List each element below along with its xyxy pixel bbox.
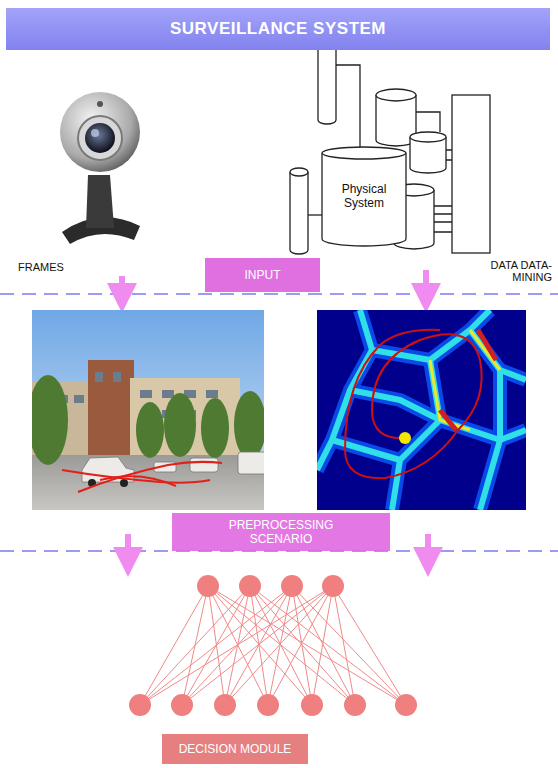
- node-text: INPUT: [245, 268, 281, 282]
- camera-frame: [32, 310, 264, 510]
- stage-box: PREPROCESSING SCENARIO: [172, 513, 390, 551]
- network-link: [268, 586, 292, 705]
- title-band: SURVEILLANCE SYSTEM: [6, 8, 550, 50]
- stage-box: DECISION MODULE: [162, 734, 308, 764]
- node-text: DECISION MODULE: [179, 742, 292, 756]
- network-link: [312, 586, 333, 705]
- neural-network: [129, 575, 417, 716]
- network-link: [333, 586, 406, 705]
- network-link: [250, 586, 355, 705]
- neuron: [197, 575, 219, 597]
- heat-map: [317, 310, 526, 510]
- neuron: [214, 694, 236, 716]
- network-link: [208, 586, 355, 705]
- label: FRAMES: [18, 261, 108, 273]
- tank-node: Physical System: [321, 146, 407, 246]
- network-link: [140, 586, 208, 705]
- network-link: [182, 586, 333, 705]
- neuron: [171, 694, 193, 716]
- neuron: [281, 575, 303, 597]
- network-link: [225, 586, 292, 705]
- network-link: [140, 586, 292, 705]
- network-link: [250, 586, 406, 705]
- neuron: [344, 694, 366, 716]
- neuron: [239, 575, 261, 597]
- network-link: [208, 586, 406, 705]
- neuron: [129, 694, 151, 716]
- network-link: [208, 586, 312, 705]
- network-link: [140, 586, 250, 705]
- node-text: PREPROCESSING SCENARIO: [206, 518, 356, 547]
- network-link: [268, 586, 333, 705]
- separator: [0, 293, 558, 295]
- network-link: [292, 586, 406, 705]
- tank-illustration: [290, 38, 490, 254]
- webcam-icon: [60, 92, 140, 244]
- neuron: [322, 575, 344, 597]
- neuron: [301, 694, 323, 716]
- neuron: [257, 694, 279, 716]
- neuron: [395, 694, 417, 716]
- label: DATA DATA-MINING: [470, 259, 552, 283]
- title: SURVEILLANCE SYSTEM: [170, 19, 386, 39]
- node-text: Physical System: [329, 182, 399, 211]
- network-link: [140, 586, 333, 705]
- stage-box: INPUT: [205, 258, 320, 292]
- network-link: [225, 586, 333, 705]
